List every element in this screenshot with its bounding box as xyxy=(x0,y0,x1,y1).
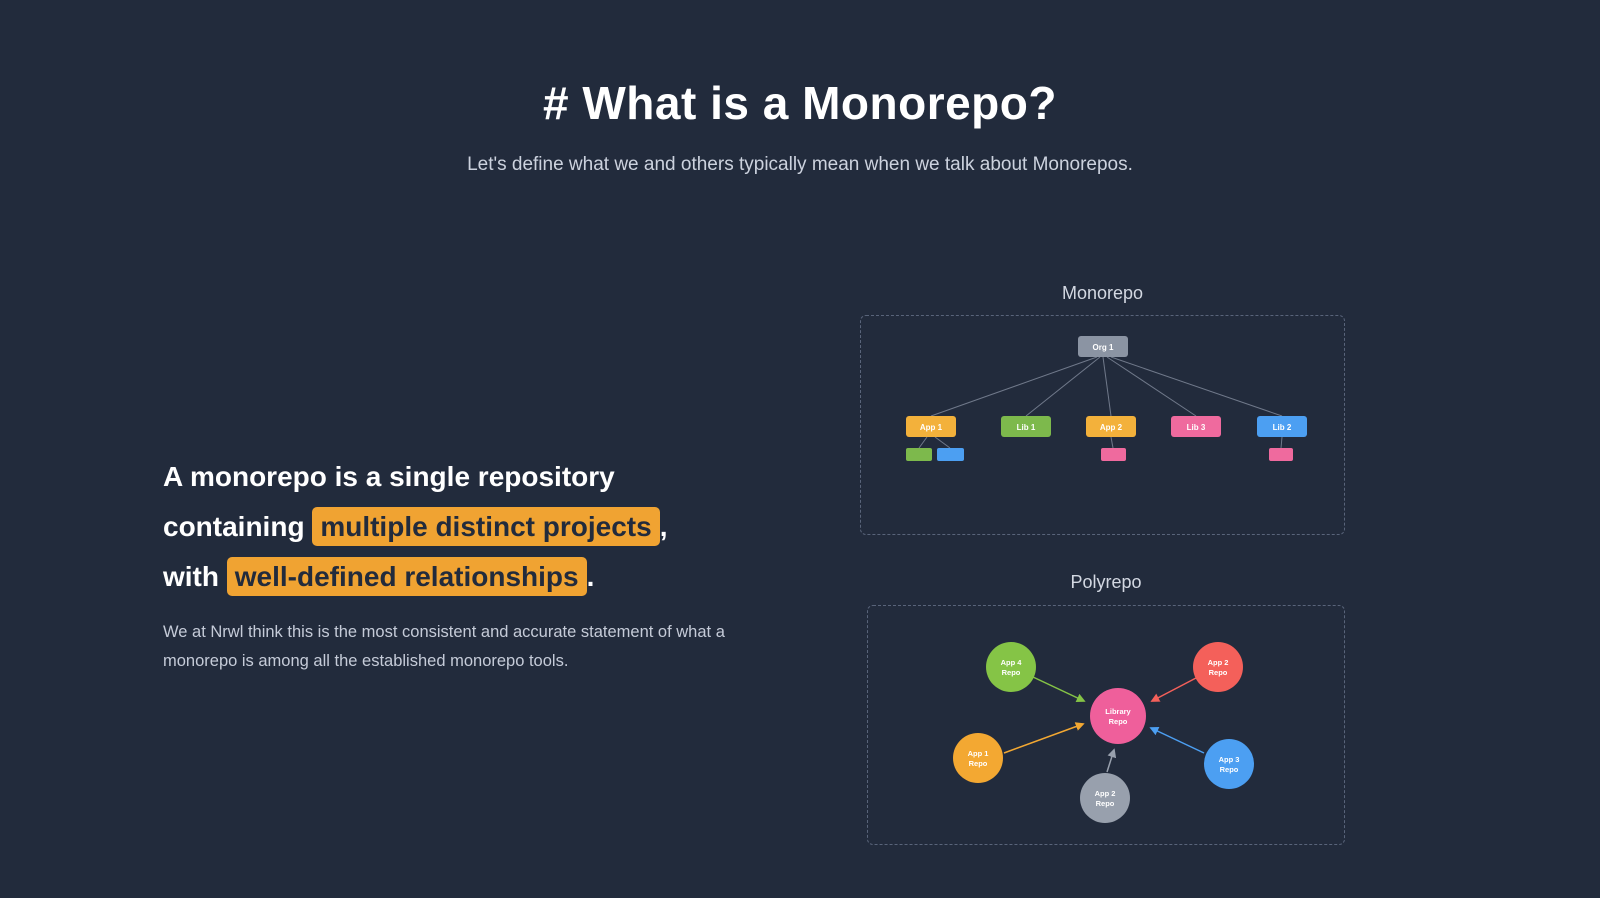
node-app1 xyxy=(906,416,956,437)
page-subtitle: Let's define what we and others typicall… xyxy=(467,154,1133,175)
repo-app1 xyxy=(953,733,1003,783)
arrow-app1 xyxy=(1003,722,1085,754)
definition-text: A monorepo is a single repository contain… xyxy=(163,452,813,602)
definition-line2-suffix: , xyxy=(659,511,668,542)
node-lib1 xyxy=(1001,416,1051,437)
definition-line2-prefix: containing xyxy=(163,511,313,542)
node-org1-label: Org 1 xyxy=(1093,343,1114,352)
arrow-app2-bottom xyxy=(1106,748,1117,773)
arrow-app4 xyxy=(1032,676,1086,703)
node-lib1-label: Lib 1 xyxy=(1017,423,1036,432)
tree-edges xyxy=(918,356,1283,449)
chip-pink-lib2 xyxy=(1269,448,1293,461)
definition-highlight-projects: multiple distinct projects xyxy=(312,507,660,546)
arrow-app2-top xyxy=(1150,677,1197,702)
definition-note: We at Nrwl think this is the most consis… xyxy=(163,623,725,670)
node-lib2 xyxy=(1257,416,1307,437)
definition-highlight-relationships: well-defined relationships xyxy=(226,557,587,596)
definition-section: A monorepo is a single repository contain… xyxy=(163,452,813,676)
monorepo-diagram: Org 1 App 1 Lib 1 App 2 Lib 3 Lib 2 xyxy=(860,315,1345,535)
definition-line1: A monorepo is a single repository xyxy=(163,461,615,492)
chip-green xyxy=(906,448,932,461)
node-app2 xyxy=(1086,416,1136,437)
polyrepo-diagram-title: Polyrepo xyxy=(1070,572,1142,592)
definition-line3-suffix: . xyxy=(586,561,595,592)
repo-app2-bottom xyxy=(1080,773,1130,823)
node-lib2-label: Lib 2 xyxy=(1273,423,1292,432)
chip-pink-app2 xyxy=(1101,448,1126,461)
node-lib3-label: Lib 3 xyxy=(1187,423,1206,432)
page-header: # What is a Monorepo? Let's define what … xyxy=(0,76,1600,176)
dependency-arrows xyxy=(1003,676,1205,773)
page-title: # What is a Monorepo? xyxy=(543,77,1057,129)
node-app2-label: App 2 xyxy=(1100,423,1123,432)
node-app1-label: App 1 xyxy=(920,423,943,432)
repo-library xyxy=(1090,688,1146,744)
repo-app3 xyxy=(1204,739,1254,789)
repo-app2-top xyxy=(1193,642,1243,692)
node-org1 xyxy=(1078,336,1128,357)
monorepo-tree-svg: Org 1 App 1 Lib 1 App 2 Lib 3 Lib 2 xyxy=(906,336,1307,461)
monorepo-diagram-title: Monorepo xyxy=(1061,283,1144,303)
node-lib3 xyxy=(1171,416,1221,437)
repo-app4 xyxy=(986,642,1036,692)
definition-line3-prefix: with xyxy=(163,561,227,592)
chip-blue xyxy=(937,448,964,461)
arrow-app3 xyxy=(1149,727,1205,754)
